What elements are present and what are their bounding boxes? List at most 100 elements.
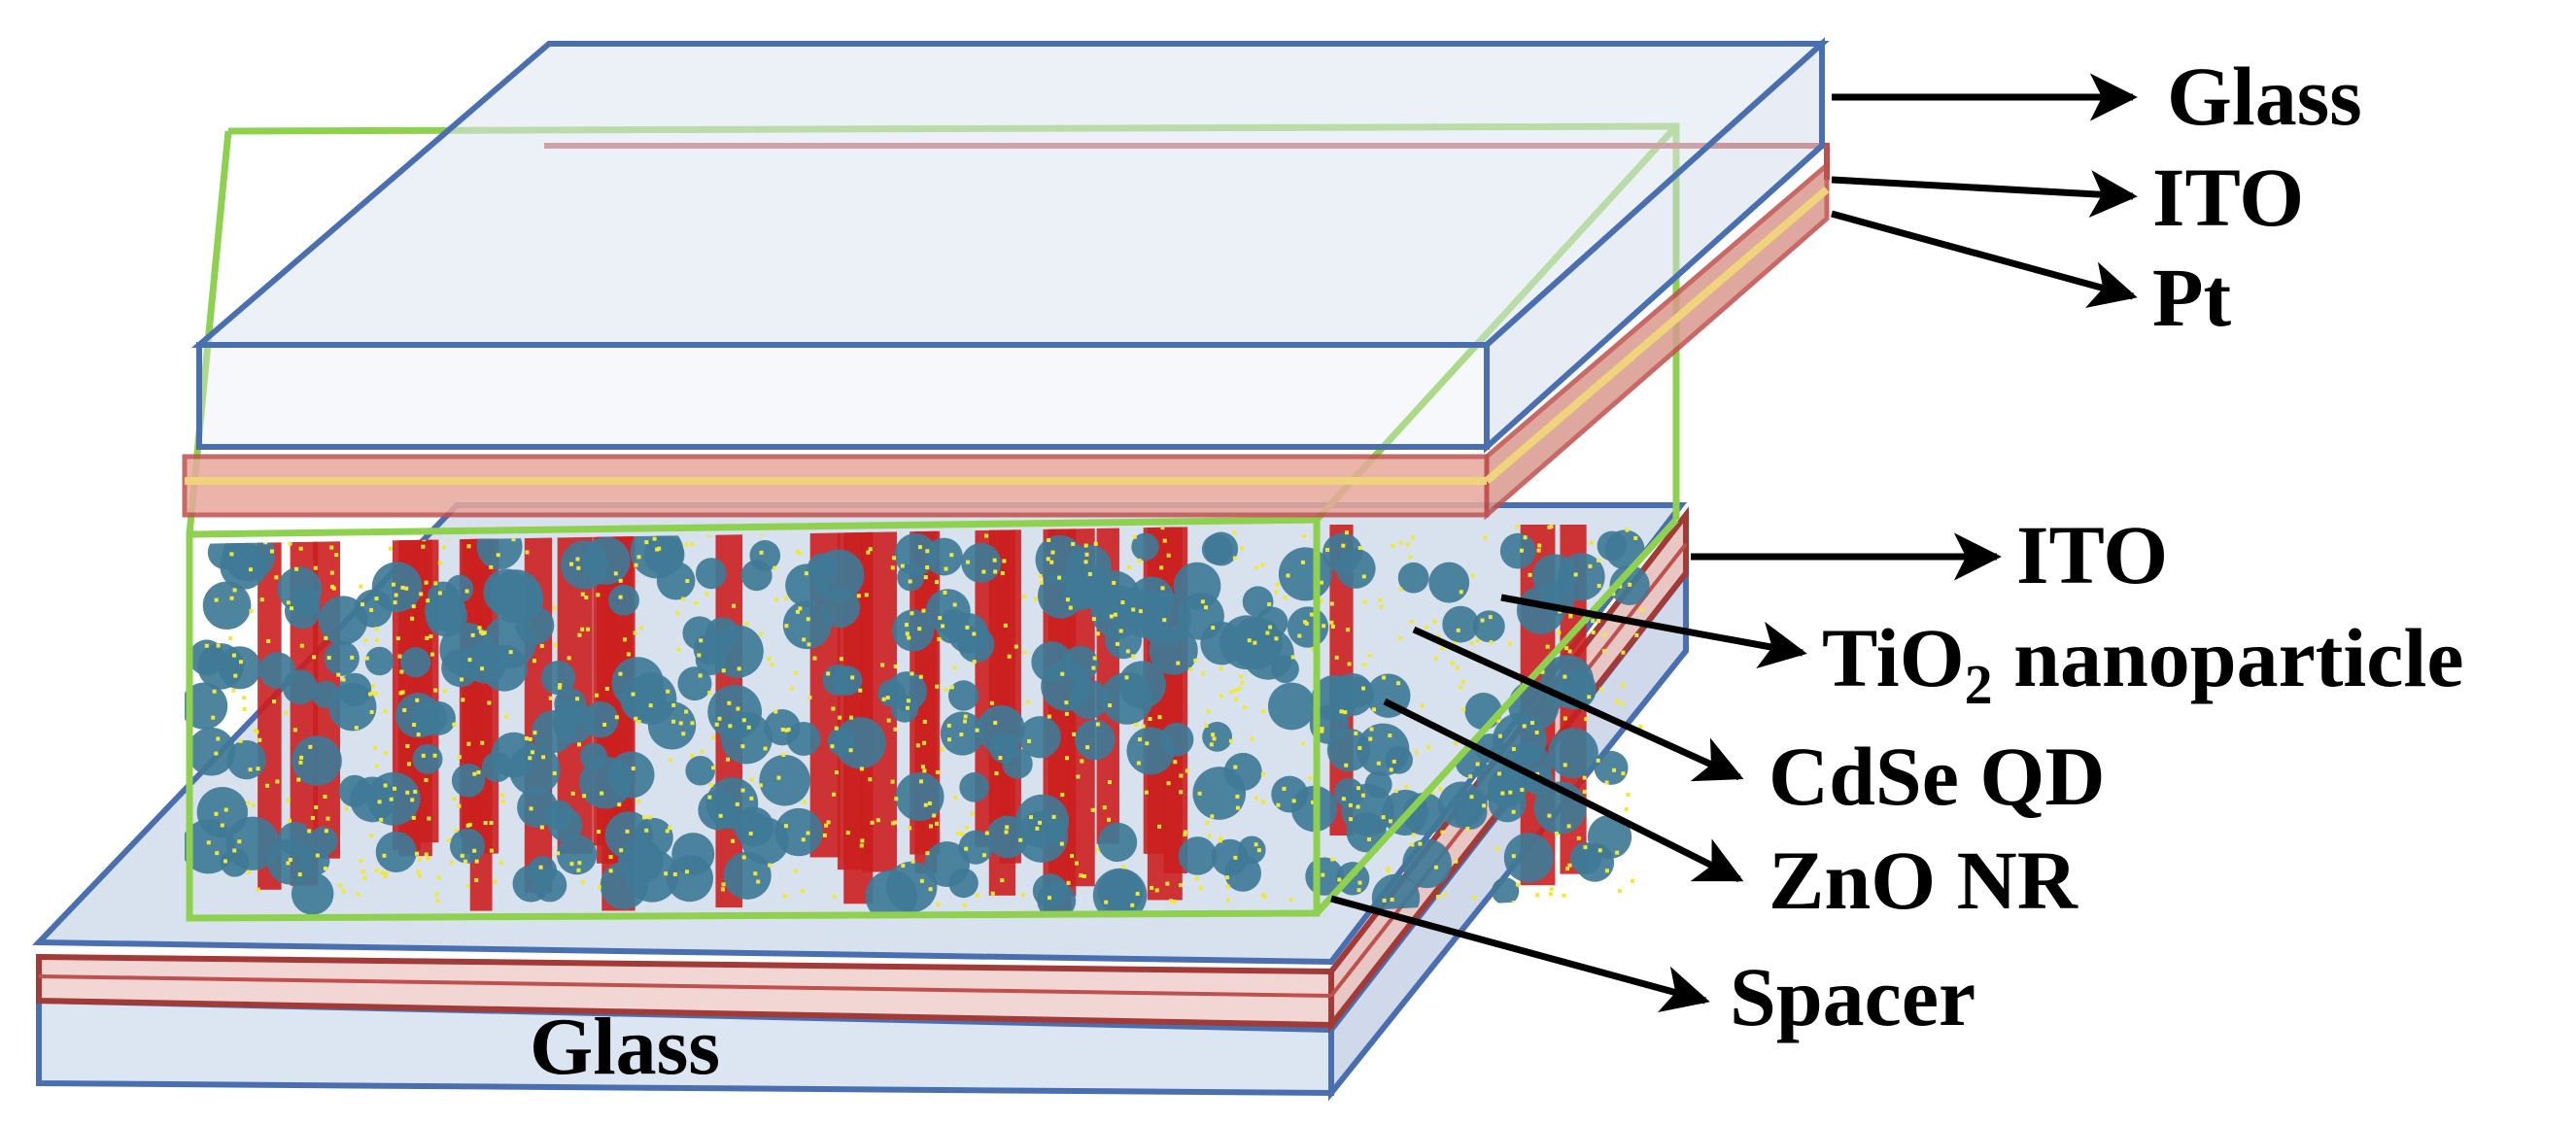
cdse-quantum-dot: [421, 544, 426, 549]
cdse-quantum-dot: [917, 545, 922, 550]
cdse-quantum-dot: [361, 602, 365, 607]
label-pt: Pt: [2152, 251, 2232, 344]
cdse-quantum-dot: [866, 550, 871, 555]
cdse-quantum-dot: [708, 782, 713, 787]
cdse-quantum-dot: [1391, 759, 1396, 764]
cdse-quantum-dot: [834, 726, 839, 731]
cdse-quantum-dot: [1234, 697, 1239, 701]
cdse-quantum-dot: [1597, 583, 1601, 588]
cdse-quantum-dot: [1341, 543, 1346, 548]
cdse-quantum-dot: [1480, 618, 1485, 623]
cdse-quantum-dot: [298, 546, 303, 551]
cdse-quantum-dot: [1229, 690, 1234, 695]
tio2-nanoparticle: [1201, 533, 1233, 565]
cdse-quantum-dot: [774, 597, 779, 602]
cdse-quantum-dot: [323, 866, 327, 870]
cdse-quantum-dot: [1179, 773, 1184, 778]
tio2-nanoparticle: [819, 587, 861, 629]
cdse-quantum-dot: [932, 813, 937, 818]
cdse-quantum-dot: [666, 689, 670, 694]
cdse-quantum-dot: [1621, 683, 1626, 688]
cdse-quantum-dot: [294, 566, 299, 571]
cdse-quantum-dot: [329, 545, 334, 550]
cdse-quantum-dot: [870, 820, 875, 825]
cdse-quantum-dot: [480, 666, 485, 671]
tio2-nanoparticle: [464, 642, 507, 684]
tio2-nanoparticle: [1271, 775, 1309, 813]
cdse-quantum-dot: [577, 861, 582, 866]
cdse-quantum-dot: [373, 692, 378, 697]
cdse-quantum-dot: [246, 801, 251, 805]
cdse-quantum-dot: [405, 743, 410, 748]
cdse-quantum-dot: [740, 744, 745, 749]
cdse-quantum-dot: [905, 705, 910, 710]
cdse-quantum-dot: [721, 668, 726, 673]
cdse-quantum-dot: [965, 625, 970, 630]
cdse-quantum-dot: [556, 851, 561, 856]
cdse-quantum-dot: [943, 590, 947, 595]
cdse-quantum-dot: [1591, 630, 1596, 634]
cdse-quantum-dot: [452, 797, 457, 801]
cdse-quantum-dot: [288, 858, 292, 863]
cdse-quantum-dot: [975, 728, 979, 733]
cdse-quantum-dot: [720, 887, 725, 892]
tio2-nanoparticle: [375, 831, 417, 872]
cdse-quantum-dot: [369, 709, 374, 714]
cdse-quantum-dot: [744, 622, 749, 627]
cdse-quantum-dot: [1397, 635, 1402, 640]
cdse-quantum-dot: [437, 591, 442, 596]
tio2-nanoparticle: [977, 705, 1025, 754]
cdse-quantum-dot: [1166, 553, 1171, 558]
cdse-quantum-dot: [323, 794, 327, 799]
cdse-quantum-dot: [580, 592, 585, 597]
cdse-quantum-dot: [1109, 614, 1114, 619]
tio2-nanoparticle: [1464, 692, 1502, 731]
cdse-quantum-dot: [812, 656, 817, 661]
cdse-quantum-dot: [634, 716, 638, 721]
cdse-quantum-dot: [489, 848, 494, 853]
cdse-quantum-dot: [433, 688, 438, 693]
cdse-quantum-dot: [1368, 736, 1373, 741]
tio2-nanoparticle: [1267, 682, 1316, 731]
tio2-nanoparticle: [1357, 723, 1410, 776]
cdse-quantum-dot: [1268, 625, 1273, 630]
cdse-quantum-dot: [1382, 898, 1387, 903]
cdse-quantum-dot: [798, 606, 803, 611]
cdse-quantum-dot: [1563, 763, 1567, 767]
cdse-quantum-dot: [482, 631, 487, 635]
cdse-quantum-dot: [286, 600, 291, 605]
cdse-quantum-dot: [894, 797, 899, 801]
cdse-quantum-dot: [831, 706, 836, 711]
cdse-quantum-dot: [1206, 708, 1211, 713]
cdse-quantum-dot: [793, 670, 798, 675]
cdse-quantum-dot: [1433, 865, 1438, 869]
cdse-quantum-dot: [1549, 887, 1554, 892]
cdse-quantum-dot: [1064, 700, 1069, 705]
cdse-quantum-dot: [981, 853, 986, 858]
cdse-quantum-dot: [681, 597, 686, 601]
cdse-quantum-dot: [470, 632, 475, 637]
cdse-quantum-dot: [652, 536, 657, 541]
cdse-quantum-dot: [1450, 661, 1455, 665]
cdse-quantum-dot: [1134, 722, 1139, 727]
cdse-quantum-dot: [1639, 607, 1644, 612]
tio2-nanoparticle: [1018, 716, 1061, 759]
cdse-quantum-dot: [1013, 644, 1018, 649]
cdse-quantum-dot: [1388, 819, 1392, 824]
cdse-quantum-dot: [1135, 891, 1140, 896]
cdse-quantum-dot: [684, 709, 689, 714]
cdse-quantum-dot: [552, 606, 557, 611]
cdse-quantum-dot: [457, 803, 462, 808]
cdse-quantum-dot: [1288, 898, 1293, 903]
tio2-nanoparticle: [395, 693, 441, 738]
cdse-quantum-dot: [1604, 869, 1609, 873]
cdse-quantum-dot: [1087, 571, 1092, 576]
cdse-quantum-dot: [255, 730, 259, 734]
cdse-quantum-dot: [1620, 701, 1625, 706]
cdse-quantum-dot: [1233, 765, 1238, 769]
cdse-quantum-dot: [972, 631, 977, 636]
cdse-quantum-dot: [1274, 636, 1279, 641]
cdse-quantum-dot: [1260, 771, 1265, 776]
cdse-quantum-dot: [1356, 804, 1360, 809]
cdse-quantum-dot: [707, 795, 712, 800]
